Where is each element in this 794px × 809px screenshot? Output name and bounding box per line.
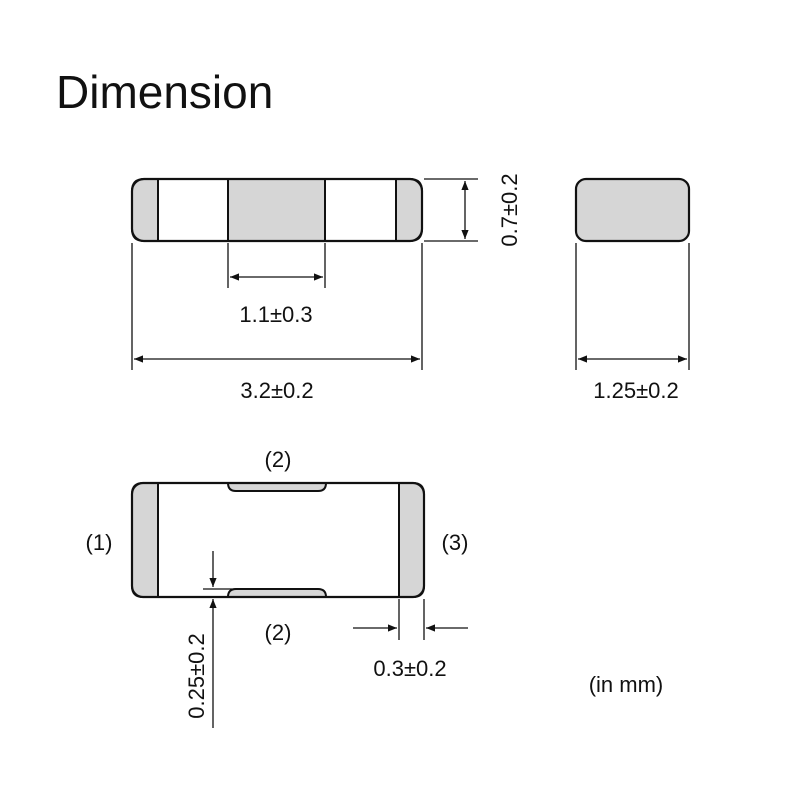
side-view: 1.25±0.2: [574, 177, 691, 403]
terminal-1-label: (1): [86, 530, 113, 555]
top-center-electrode: [227, 178, 326, 242]
top-left-terminal: [131, 178, 159, 242]
terminal-2-top-pad: [226, 482, 328, 492]
terminal-2-bottom-label: (2): [265, 620, 292, 645]
electrode-label: 1.1±0.3: [239, 302, 312, 327]
thickness-label: 0.7±0.2: [497, 173, 522, 246]
width-label: 1.25±0.2: [593, 378, 678, 403]
electrode-dimension: 1.1±0.3: [227, 243, 326, 327]
thickness-dimension: 0.7±0.2: [424, 173, 522, 247]
terminal-2-top-label: (2): [265, 447, 292, 472]
end-terminal-label: 0.3±0.2: [373, 656, 446, 681]
top-right-terminal: [395, 178, 423, 242]
terminal-1-pad: [131, 482, 159, 598]
terminal-2-bottom-pad: [226, 588, 328, 598]
length-label: 3.2±0.2: [240, 378, 313, 403]
length-dimension: 3.2±0.2: [131, 243, 423, 403]
unit-note: (in mm): [589, 672, 664, 697]
side-chip-body: [574, 177, 691, 243]
bottom-chip-outline: [130, 481, 426, 599]
page-title: Dimension: [56, 66, 273, 118]
gap-label: 0.25±0.2: [184, 633, 209, 718]
terminal-3-pad: [398, 482, 425, 598]
end-terminal-dimension: 0.3±0.2: [353, 599, 468, 681]
bottom-view: (1) (2) (3) (2): [86, 447, 469, 645]
terminal-3-label: (3): [442, 530, 469, 555]
top-chip-outline: [130, 177, 424, 243]
top-view: [130, 177, 424, 243]
gap-dimension: 0.25±0.2: [184, 551, 236, 728]
